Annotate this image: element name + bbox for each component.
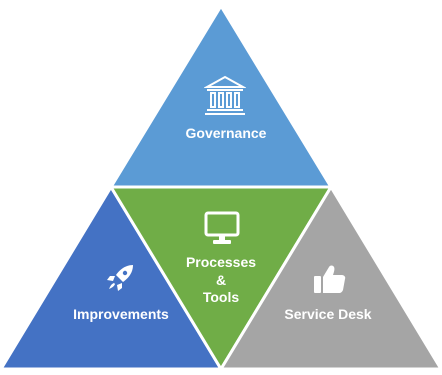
processes-line: Processes	[185, 254, 257, 270]
governance-label: Governance	[185, 125, 267, 141]
rocket-icon	[107, 265, 133, 291]
bank-building-icon	[204, 75, 246, 115]
improvements-label: Improvements	[73, 306, 169, 322]
processes-tools-label: Processes & Tools	[166, 254, 276, 307]
thumbs-up-icon	[314, 265, 346, 293]
monitor-icon	[204, 211, 240, 244]
ampersand-line: &	[215, 271, 227, 288]
service-desk-label: Service Desk	[284, 306, 372, 322]
tools-line: Tools	[202, 289, 240, 305]
